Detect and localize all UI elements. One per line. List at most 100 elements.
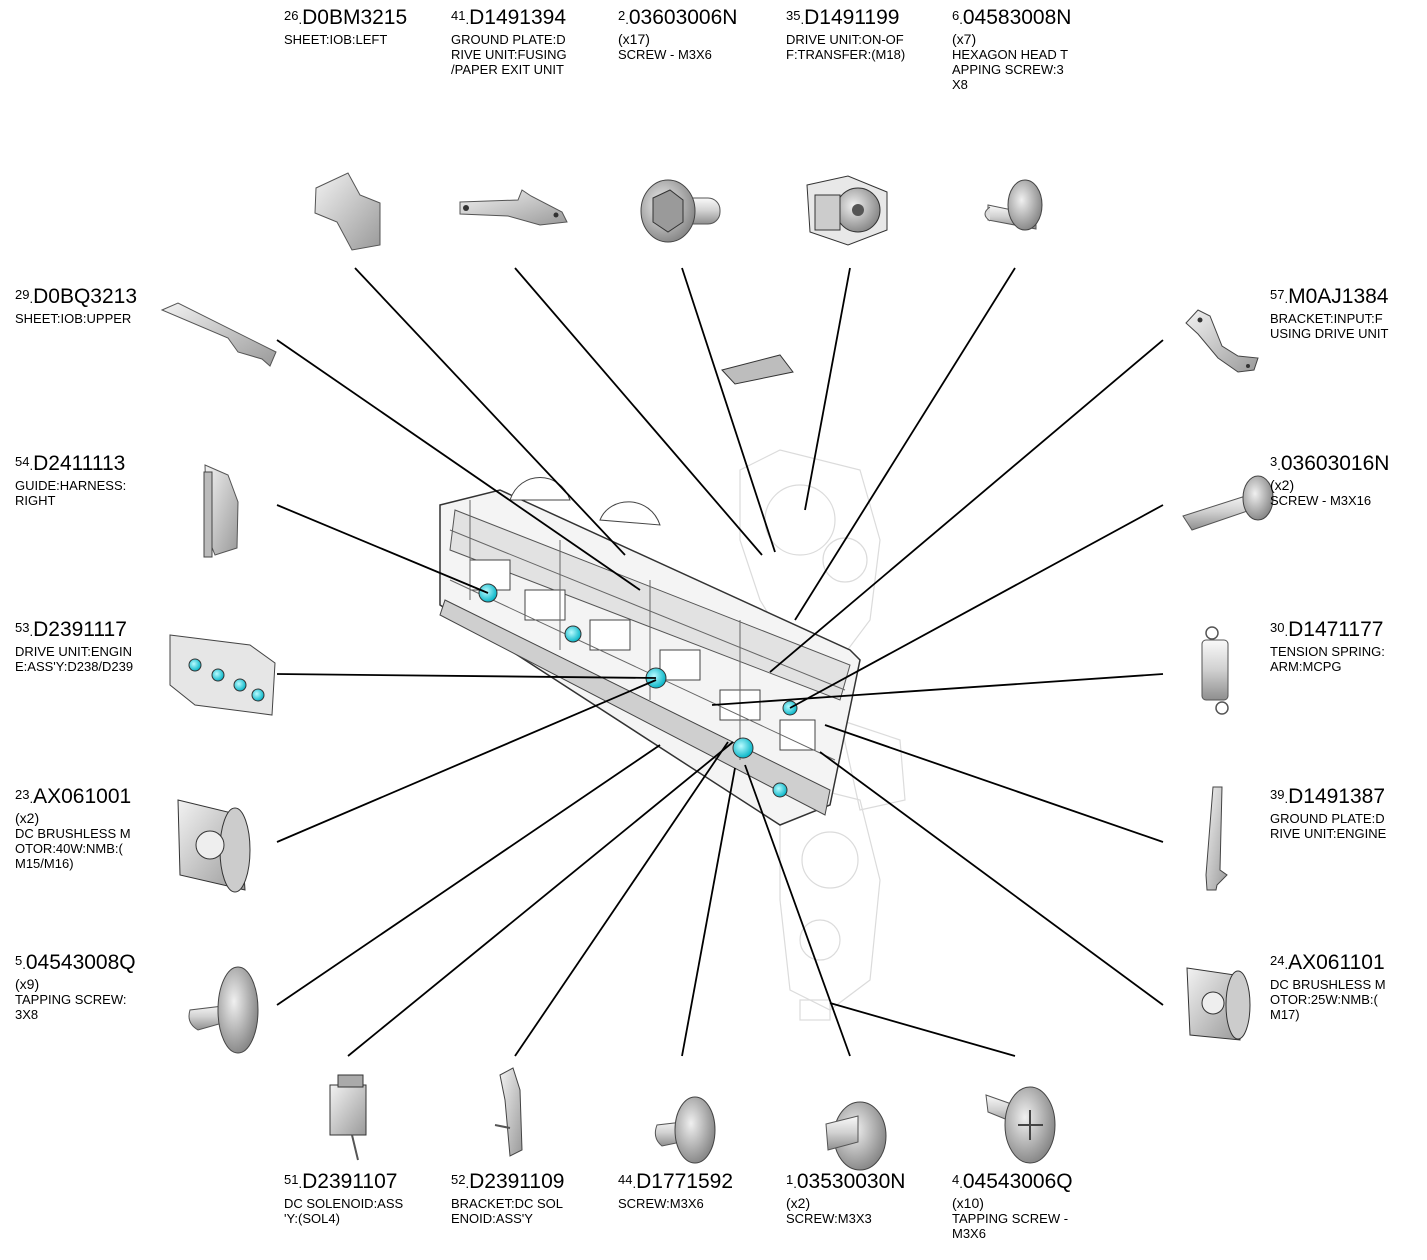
part-index: 39 <box>1270 787 1285 802</box>
part-index: 2 <box>618 8 626 23</box>
callout-part-3: 3.03603016N(x2)SCREW - M3X16 <box>1270 452 1389 508</box>
part-index: 44 <box>618 1172 633 1187</box>
part-code: D1471177 <box>1288 618 1384 641</box>
part-index-dot: . <box>1284 624 1289 639</box>
part-description-line: /PAPER EXIT UNIT <box>451 62 564 77</box>
part-description-line: ARM:MCPG <box>1270 659 1342 674</box>
part-description-line: DRIVE UNIT:ENGIN <box>15 644 133 659</box>
part-number: 41.D1491394 <box>451 6 567 32</box>
screw-m3x6-thumbnail <box>640 179 721 243</box>
part-description-line: 3X8 <box>15 1007 39 1022</box>
part-code: D1491387 <box>1288 785 1386 808</box>
part-number: 24.AX061101 <box>1270 951 1386 977</box>
part-description-line: TENSION SPRING: <box>1270 644 1385 659</box>
part-description-line: BRACKET:DC SOL <box>451 1196 563 1211</box>
part-description-line: M17) <box>1270 1007 1300 1022</box>
motor-25w-thumbnail <box>1186 967 1251 1041</box>
part-number: 44.D1771592 <box>618 1170 733 1196</box>
part-number: 4.04543006Q <box>952 1170 1073 1196</box>
part-index: 54 <box>15 454 30 469</box>
part-number: 23.AX061001 <box>15 785 131 811</box>
part-index: 6 <box>952 8 960 23</box>
part-description-line: SHEET:IOB:LEFT <box>284 32 388 47</box>
part-description-line: DC BRUSHLESS M <box>15 826 131 841</box>
part-number: 30.D1471177 <box>1270 618 1385 644</box>
part-index-dot: . <box>298 12 303 27</box>
part-code: 04543006Q <box>962 1170 1073 1193</box>
part-number: 39.D1491387 <box>1270 785 1386 811</box>
part-code: D2391109 <box>469 1170 565 1193</box>
part-quantity: (x7) <box>952 31 977 47</box>
part-index-dot: . <box>298 1176 303 1191</box>
tension-spring-thumbnail <box>1201 626 1229 715</box>
part-index-dot: . <box>29 624 34 639</box>
part-quantity: (x9) <box>15 976 40 992</box>
part-description-line: F:TRANSFER:(M18) <box>786 47 906 62</box>
part-index-dot: . <box>465 1176 470 1191</box>
part-number: 53.D2391117 <box>15 618 133 644</box>
harness-guide-thumbnail <box>203 464 239 558</box>
part-description-line: HEXAGON HEAD T <box>952 47 1069 62</box>
leader-lines <box>276 267 1164 1057</box>
part-index-dot: . <box>22 957 26 972</box>
solenoid-bracket-thumbnail <box>494 1067 523 1157</box>
part-code: D0BQ3213 <box>33 285 137 308</box>
callout-part-5: 5.04543008Q(x9)TAPPING SCREW:3X8 <box>15 951 136 1022</box>
part-index-dot: . <box>793 1176 797 1191</box>
sheet-thumbnail <box>314 172 381 251</box>
part-number: 1.03530030N <box>786 1170 905 1196</box>
part-code: D2391117 <box>33 618 127 641</box>
part-quantity: (x2) <box>786 1195 811 1211</box>
part-description-line: GROUND PLATE:D <box>451 32 566 47</box>
part-description-line: SCREW:M3X6 <box>618 1196 704 1211</box>
part-index-dot: . <box>1284 957 1289 972</box>
screw-m3x6-44-thumbnail <box>654 1096 716 1164</box>
part-code: D0BM3215 <box>302 6 408 29</box>
callout-part-2: 2.03603006N(x17)SCREW - M3X6 <box>618 6 737 62</box>
part-index-dot: . <box>1284 791 1289 806</box>
part-code: AX061101 <box>1288 951 1385 974</box>
part-description-line: DRIVE UNIT:ON-OF <box>786 32 904 47</box>
part-number: 54.D2411113 <box>15 452 126 478</box>
part-index: 57 <box>1270 287 1285 302</box>
part-code: D2391107 <box>302 1170 398 1193</box>
ground-plate-fusing-thumbnail <box>459 189 568 226</box>
part-quantity: (x2) <box>15 810 40 826</box>
ground-plate-engine-thumbnail <box>1205 786 1228 891</box>
hexagon-screw-thumbnail <box>984 179 1043 231</box>
part-index-dot: . <box>800 12 805 27</box>
part-description-line: GUIDE:HARNESS: <box>15 478 127 493</box>
part-number: 6.04583008N <box>952 6 1071 32</box>
part-description-line: TAPPING SCREW: <box>15 992 127 1007</box>
part-number: 35.D1491199 <box>786 6 905 32</box>
part-index-dot: . <box>1277 458 1281 473</box>
part-number: 51.D2391107 <box>284 1170 403 1196</box>
part-code: D1491394 <box>469 6 567 29</box>
part-index-dot: . <box>959 1176 963 1191</box>
part-index: 51 <box>284 1172 299 1187</box>
part-code: 03603006N <box>628 6 738 29</box>
part-description-line: TAPPING SCREW - <box>952 1211 1069 1226</box>
part-index-dot: . <box>29 791 34 806</box>
part-index: 30 <box>1270 620 1285 635</box>
part-number: 29.D0BQ3213 <box>15 285 137 311</box>
part-number: 3.03603016N <box>1270 452 1389 478</box>
part-index: 41 <box>451 8 466 23</box>
part-index-dot: . <box>29 458 34 473</box>
part-index: 23 <box>15 787 30 802</box>
part-index: 26 <box>284 8 299 23</box>
part-index-dot: . <box>29 291 34 306</box>
part-number: 26.D0BM3215 <box>284 6 407 32</box>
callout-part-4: 4.04543006Q(x10)TAPPING SCREW - M3X6 <box>952 1170 1073 1241</box>
tapping-screw-3x8-thumbnail <box>188 966 259 1054</box>
part-description-line: BRACKET:INPUT:F <box>1270 311 1383 326</box>
